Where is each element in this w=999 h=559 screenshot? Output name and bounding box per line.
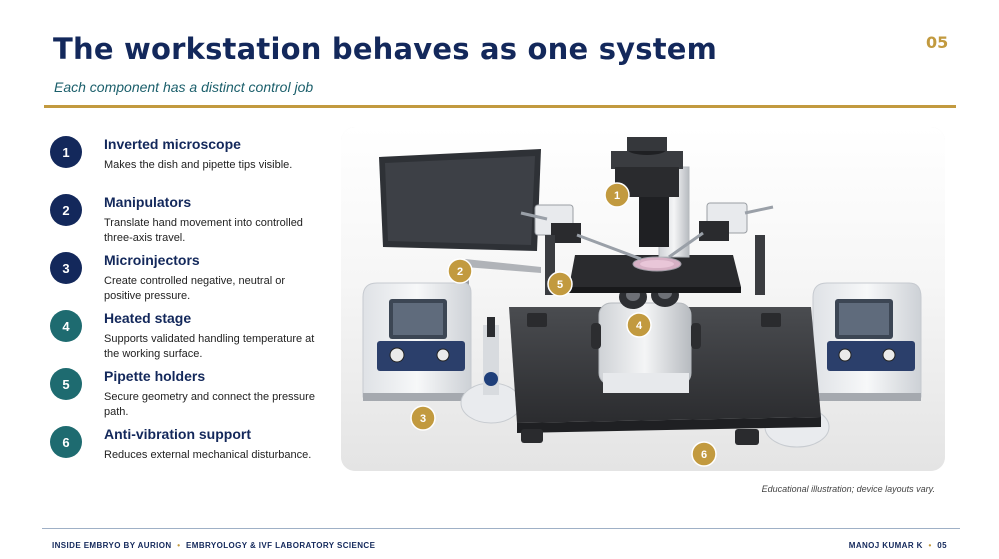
item-description: Reduces external mechanical disturbance. xyxy=(104,449,312,461)
number-badge: 2 xyxy=(50,194,82,226)
item-description: Translate hand movement into controlled … xyxy=(104,217,303,244)
svg-text:4: 4 xyxy=(636,320,643,332)
list-item-microinjectors: 3 Microinjectors Create controlled negat… xyxy=(50,246,330,304)
footer-right: MANOJ KUMAR K • 05 xyxy=(849,541,947,550)
footer-author: MANOJ KUMAR K xyxy=(848,541,923,550)
item-title: Heated stage xyxy=(104,310,192,326)
image-caption: Educational illustration; device layouts… xyxy=(761,484,935,494)
footer-brand: INSIDE EMBRYO BY AURION xyxy=(52,541,172,550)
svg-text:6: 6 xyxy=(701,449,707,461)
number-badge: 5 xyxy=(50,368,82,400)
slide-subtitle: Each component has a distinct control jo… xyxy=(54,79,314,95)
slide-title: The workstation behaves as one system xyxy=(53,32,718,66)
item-description: Secure geometry and connect the pressure… xyxy=(104,391,315,418)
callout-4: 4 xyxy=(626,312,652,338)
footer-section: EMBRYOLOGY & IVF LABORATORY SCIENCE xyxy=(186,541,376,550)
left-microinjector xyxy=(362,282,472,401)
number-badge: 4 xyxy=(50,310,82,342)
item-title: Inverted microscope xyxy=(104,136,241,152)
right-manipulator xyxy=(668,202,774,295)
callout-1: 1 xyxy=(604,182,630,208)
list-item-manipulators: 2 Manipulators Translate hand movement i… xyxy=(50,188,330,246)
title-divider xyxy=(44,105,956,108)
workstation-image: 1 2 3 4 5 6 xyxy=(341,127,945,471)
svg-text:2: 2 xyxy=(457,266,463,278)
left-joystick xyxy=(460,317,522,424)
right-microinjector xyxy=(812,282,922,401)
footer-left: INSIDE EMBRYO BY AURION • EMBRYOLOGY & I… xyxy=(52,541,375,550)
list-item-heated-stage: 4 Heated stage Supports validated handli… xyxy=(50,304,330,362)
item-description: Supports validated handling temperature … xyxy=(104,333,315,360)
item-title: Manipulators xyxy=(104,194,192,210)
footer-separator: • xyxy=(928,541,932,550)
item-title: Anti-vibration support xyxy=(104,426,251,442)
callout-6: 6 xyxy=(691,441,717,467)
page-number: 05 xyxy=(926,33,949,52)
svg-text:3: 3 xyxy=(420,413,426,425)
callout-5: 5 xyxy=(547,271,573,297)
number-badge: 6 xyxy=(50,426,82,458)
item-description: Makes the dish and pipette tips visible. xyxy=(104,159,293,171)
number-badge: 3 xyxy=(50,252,82,284)
callout-3: 3 xyxy=(410,405,436,431)
callout-2: 2 xyxy=(447,258,473,284)
item-title: Pipette holders xyxy=(104,368,206,384)
footer-page: 05 xyxy=(937,541,947,550)
item-description: Create controlled negative, neutral or p… xyxy=(104,275,285,302)
number-badge: 1 xyxy=(50,136,82,168)
svg-text:1: 1 xyxy=(614,190,620,202)
footer-separator: • xyxy=(177,541,181,550)
inverted-microscope xyxy=(569,137,741,393)
monitor xyxy=(379,149,541,297)
svg-text:5: 5 xyxy=(557,279,563,291)
footer-divider xyxy=(42,528,960,529)
list-item-inverted-microscope: 1 Inverted microscope Makes the dish and… xyxy=(50,130,330,188)
list-item-anti-vibration-support: 6 Anti-vibration support Reduces externa… xyxy=(50,420,330,478)
left-manipulator xyxy=(520,204,642,295)
workstation-illustration: 1 2 3 4 5 6 xyxy=(341,127,945,471)
item-title: Microinjectors xyxy=(104,252,200,268)
list-item-pipette-holders: 5 Pipette holders Secure geometry and co… xyxy=(50,362,330,420)
